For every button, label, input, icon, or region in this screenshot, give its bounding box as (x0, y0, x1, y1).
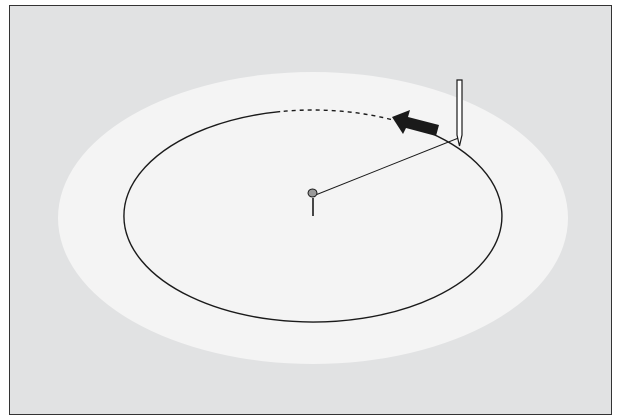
pin-head (308, 189, 317, 197)
pencil-icon (457, 80, 462, 146)
ground-area (58, 72, 568, 364)
pencil-body (457, 80, 462, 146)
